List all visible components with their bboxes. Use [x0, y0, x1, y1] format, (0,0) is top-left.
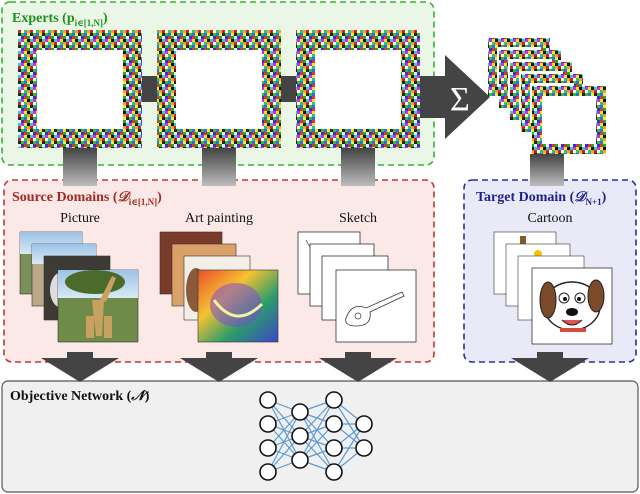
source-domains-title: Source Domains (𝒟i∈[1,N]) — [12, 190, 162, 207]
domain-label-art-painting: Art painting — [185, 211, 253, 226]
network-node-layer-3 — [325, 439, 343, 457]
network-node-layer-3 — [325, 391, 343, 409]
experts-title: Experts (pi∈[1,N]) — [12, 11, 108, 28]
network-nodes — [259, 391, 373, 481]
sum-arrow — [420, 55, 490, 139]
network-node-layer-1 — [259, 463, 277, 481]
network-node-layer-3 — [325, 463, 343, 481]
network-node-layer-2 — [291, 451, 309, 469]
target-domain-title: Target Domain (𝒟N+1) — [476, 190, 607, 207]
network-node-layer-2 — [291, 427, 309, 445]
network-node-layer-1 — [259, 415, 277, 433]
network-node-layer-1 — [259, 439, 277, 457]
picture-thumbnails — [19, 231, 139, 343]
aggregated-expert-stack — [488, 38, 606, 154]
network-edge — [267, 411, 301, 473]
sum-symbol: Σ — [450, 81, 470, 118]
domain-label-sketch: Sketch — [339, 211, 377, 226]
expert-3-frame — [296, 30, 420, 148]
network-node-layer-4 — [355, 415, 373, 433]
expert-to-source-arrows — [63, 148, 564, 186]
objective-network-panel — [1, 380, 639, 493]
art-painting-thumbnails — [159, 231, 279, 343]
expert-2-frame — [157, 30, 281, 148]
network-edge — [333, 423, 365, 473]
expert-connector-2 — [281, 76, 296, 102]
expert-1-frame — [18, 30, 142, 148]
network-node-layer-2 — [291, 403, 309, 421]
network-edge — [299, 399, 335, 461]
network-node-layer-1 — [259, 391, 277, 409]
sketch-thumbnails — [297, 231, 417, 343]
cartoon-thumbnails — [493, 231, 613, 345]
expert-connector-1 — [142, 76, 157, 102]
domain-to-objective-arrows — [41, 352, 589, 382]
network-node-layer-3 — [325, 415, 343, 433]
domain-label-cartoon: Cartoon — [527, 211, 572, 226]
objective-network-title: Objective Network (𝒩) — [10, 389, 150, 404]
domain-label-picture: Picture — [60, 211, 100, 226]
network-node-layer-4 — [355, 439, 373, 457]
